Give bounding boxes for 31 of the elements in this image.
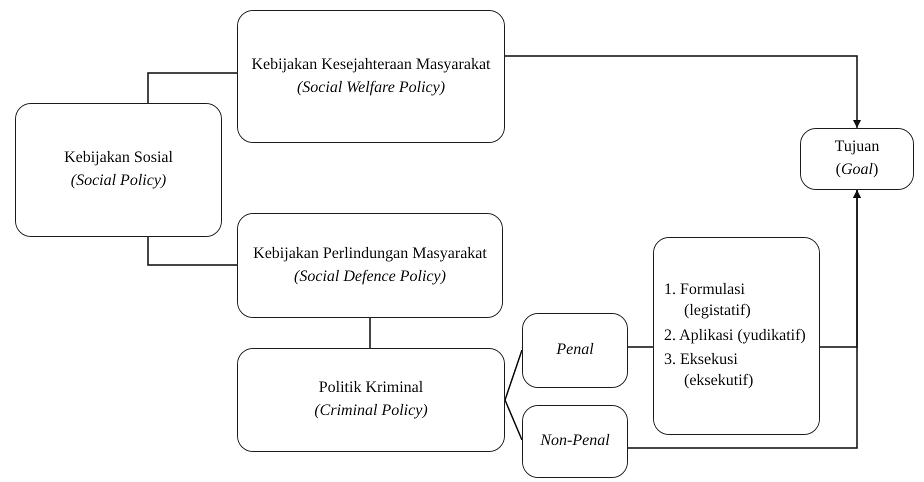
list-item: 2. Aplikasi (yudikatif) bbox=[664, 326, 806, 346]
arrow bbox=[628, 190, 861, 449]
node-label: Penal bbox=[556, 340, 594, 360]
list-item: 3. Eksekusi (eksekutif) bbox=[664, 350, 754, 392]
rounded-box bbox=[800, 128, 914, 190]
node-label: Tujuan bbox=[834, 137, 880, 158]
node-sublabel: (Social Policy) bbox=[70, 171, 166, 191]
connector-line bbox=[504, 350, 523, 400]
connector-line bbox=[504, 400, 523, 440]
node-label: Kebijakan Perlindungan Masyarakat bbox=[253, 244, 487, 264]
connector-line bbox=[628, 346, 653, 348]
rounded-box bbox=[522, 313, 628, 388]
arrow bbox=[505, 55, 861, 128]
rounded-box bbox=[237, 348, 505, 452]
rounded-box bbox=[237, 213, 503, 318]
connector-line bbox=[369, 318, 371, 348]
node-sublabel: (Goal) bbox=[836, 160, 878, 180]
node-sublabel: (Criminal Policy) bbox=[314, 401, 428, 421]
rounded-box bbox=[522, 405, 628, 478]
connector-line bbox=[147, 237, 237, 266]
connector-line bbox=[147, 72, 237, 103]
list-item: 1. Formulasi (legistatif) bbox=[664, 280, 752, 321]
list-box bbox=[653, 237, 820, 435]
node-label: Kebijakan Sosial bbox=[64, 148, 173, 168]
rounded-box bbox=[15, 103, 222, 237]
node-sublabel: (Social Defence Policy) bbox=[294, 266, 446, 286]
node-label: Kebijakan Kesejahteraan Masyarakat bbox=[252, 54, 490, 75]
node-label: Politik Kriminal bbox=[318, 378, 424, 398]
rounded-box bbox=[237, 10, 505, 143]
node-sublabel: (Social Welfare Policy) bbox=[296, 78, 446, 98]
node-label: Non-Penal bbox=[540, 431, 610, 452]
